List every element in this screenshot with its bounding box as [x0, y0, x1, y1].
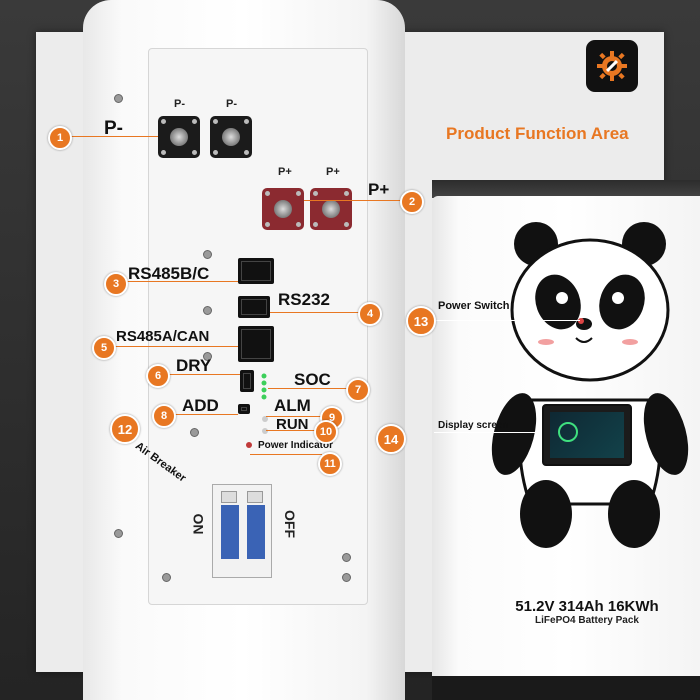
callout-badge: 2 [400, 190, 424, 214]
terminal-label: P+ [278, 166, 292, 178]
pack-base [432, 676, 700, 700]
terminal-label: P- [174, 98, 185, 110]
callout-badge: 1 [48, 126, 72, 150]
callout-badge: 14 [376, 424, 406, 454]
leader-line [172, 414, 238, 415]
screw [203, 250, 212, 259]
leader-line [68, 136, 158, 137]
leader-line [250, 454, 322, 455]
pack-label: 51.2V 314Ah 16KWh LiFePO4 Battery Pack [490, 598, 684, 626]
positive-terminal [310, 188, 352, 230]
screw [114, 529, 123, 538]
callout-badge: 12 [110, 414, 140, 444]
screw [114, 94, 123, 103]
callout-badge: 4 [358, 302, 382, 326]
leader-line [430, 320, 580, 321]
leader-line [304, 200, 400, 201]
terminal-label: P- [226, 98, 237, 110]
terminal-label: P+ [326, 166, 340, 178]
breaker-off-label: OFF [282, 510, 298, 538]
callout-label-dry: DRY [176, 356, 212, 375]
gear-wrench-icon [586, 40, 638, 92]
function-area-title: Product Function Area [446, 124, 629, 143]
callout-badge: 3 [104, 272, 128, 296]
screw [342, 553, 351, 562]
callout-label-soc: SOC [294, 370, 331, 389]
leader-line [268, 388, 350, 389]
callout-label-pos: P+ [368, 180, 390, 199]
negative-terminal [210, 116, 252, 158]
callout-label-display-screen: Display screen [438, 420, 509, 431]
air-breaker [212, 484, 272, 578]
run-led [262, 428, 268, 434]
callout-badge: 10 [314, 420, 338, 444]
pack-top-edge [432, 180, 700, 198]
callout-label-power-switch: Power Switch [438, 300, 510, 312]
leader-line [122, 281, 238, 282]
rs232-port [238, 296, 270, 318]
callout-label-alm: ALM [274, 396, 311, 415]
alm-led [262, 416, 268, 422]
callout-badge: 7 [346, 378, 370, 402]
negative-terminal [158, 116, 200, 158]
callout-badge: 8 [152, 404, 176, 428]
screw [203, 352, 212, 361]
leader-line [266, 416, 324, 417]
rs485a-can-port [238, 326, 274, 362]
power-switch[interactable] [578, 318, 584, 324]
rs485bc-port [238, 258, 274, 284]
add-dip-switch [238, 404, 250, 414]
callout-label-neg: P- [104, 118, 123, 139]
screw [190, 428, 199, 437]
leader-line [270, 312, 360, 313]
callout-label-run: RUN [276, 416, 309, 433]
callout-label-add: ADD [182, 396, 219, 415]
callout-badge: 13 [406, 306, 436, 336]
callout-label-rs232: RS232 [278, 290, 330, 309]
dry-contact-port [240, 370, 254, 392]
callout-label-rs485a-can: RS485A/CAN [116, 328, 210, 345]
screw [162, 573, 171, 582]
callout-badge: 6 [146, 364, 170, 388]
leader-line [266, 430, 316, 431]
leader-line [164, 374, 240, 375]
pack-spec: 51.2V 314Ah 16KWh [515, 598, 659, 615]
power-switch-dot [246, 442, 252, 448]
panda-illustration [491, 222, 689, 548]
display-screen [542, 404, 632, 466]
breaker-on-label: ON [190, 513, 207, 535]
leader-line [110, 346, 238, 347]
leader-line [434, 432, 542, 433]
soc-leds [261, 373, 267, 400]
callout-badge: 11 [318, 452, 342, 476]
callout-label-power-indicator: Power Indicator [258, 440, 334, 451]
pack-type: LiFePO4 Battery Pack [535, 615, 639, 626]
callout-label-rs485bc: RS485B/C [128, 264, 210, 283]
positive-terminal [262, 188, 304, 230]
screw [342, 573, 351, 582]
screw [203, 306, 212, 315]
callout-badge: 5 [92, 336, 116, 360]
